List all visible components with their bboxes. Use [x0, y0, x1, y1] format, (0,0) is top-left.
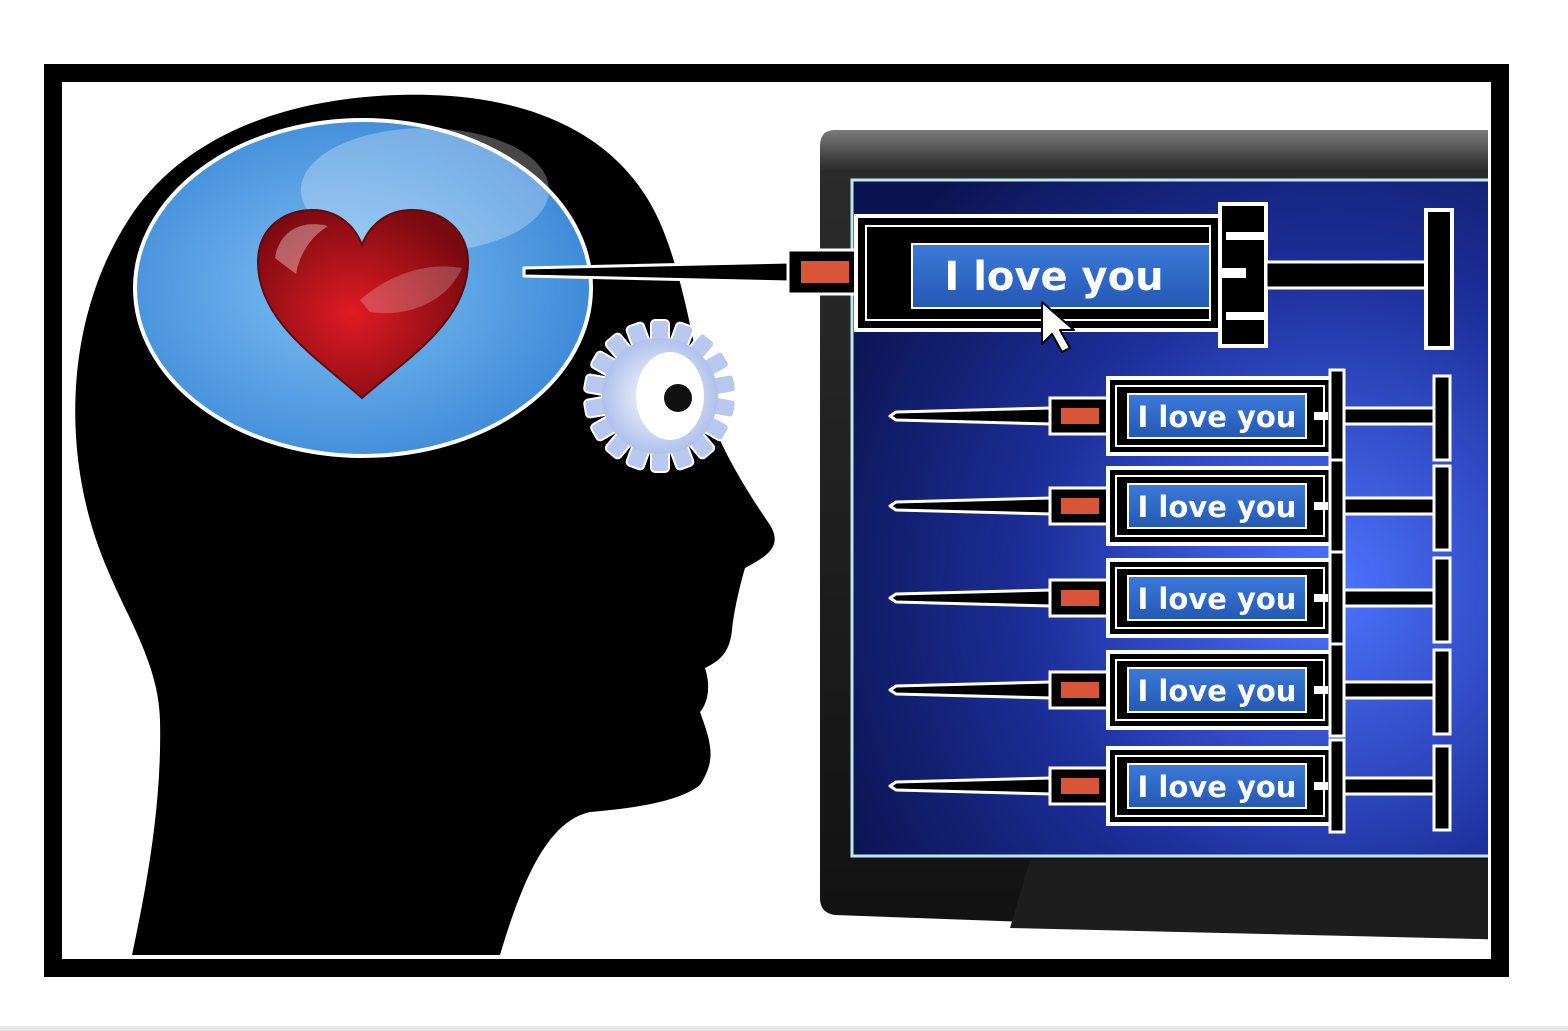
syringe: I love you: [888, 550, 1452, 646]
syringe-label: I love you: [1138, 582, 1297, 616]
main-syringe-label: I love you: [944, 254, 1163, 300]
bottom-rule: [0, 1026, 1568, 1031]
eye-pupil: [664, 384, 692, 412]
syringe-label: I love you: [1138, 490, 1297, 524]
syringe-label-box: [1127, 575, 1307, 621]
mouse-pointer-icon: [1041, 301, 1075, 353]
picture-frame: [44, 64, 1509, 977]
syringe-label: I love you: [1138, 770, 1297, 804]
brain-highlight: [301, 128, 549, 252]
main-syringe-label-box: [911, 243, 1211, 309]
heart-icon: [256, 208, 470, 400]
syringe: I love you: [888, 642, 1452, 738]
gear-icon: [583, 319, 737, 473]
syringe: I love you: [888, 738, 1452, 834]
syringe-label: I love you: [1138, 674, 1297, 708]
syringe-label-box: [1127, 763, 1307, 809]
main-syringe: I love you: [522, 202, 1454, 353]
syringe: I love you: [888, 458, 1452, 554]
syringe: I love you: [888, 368, 1452, 464]
syringe-list: I love you I love you I love you I love you…: [888, 368, 1452, 834]
syringe-label: I love you: [1138, 400, 1297, 434]
syringe-label-box: [1127, 667, 1307, 713]
syringe-label-box: [1127, 483, 1307, 529]
syringe-label-box: [1127, 393, 1307, 439]
